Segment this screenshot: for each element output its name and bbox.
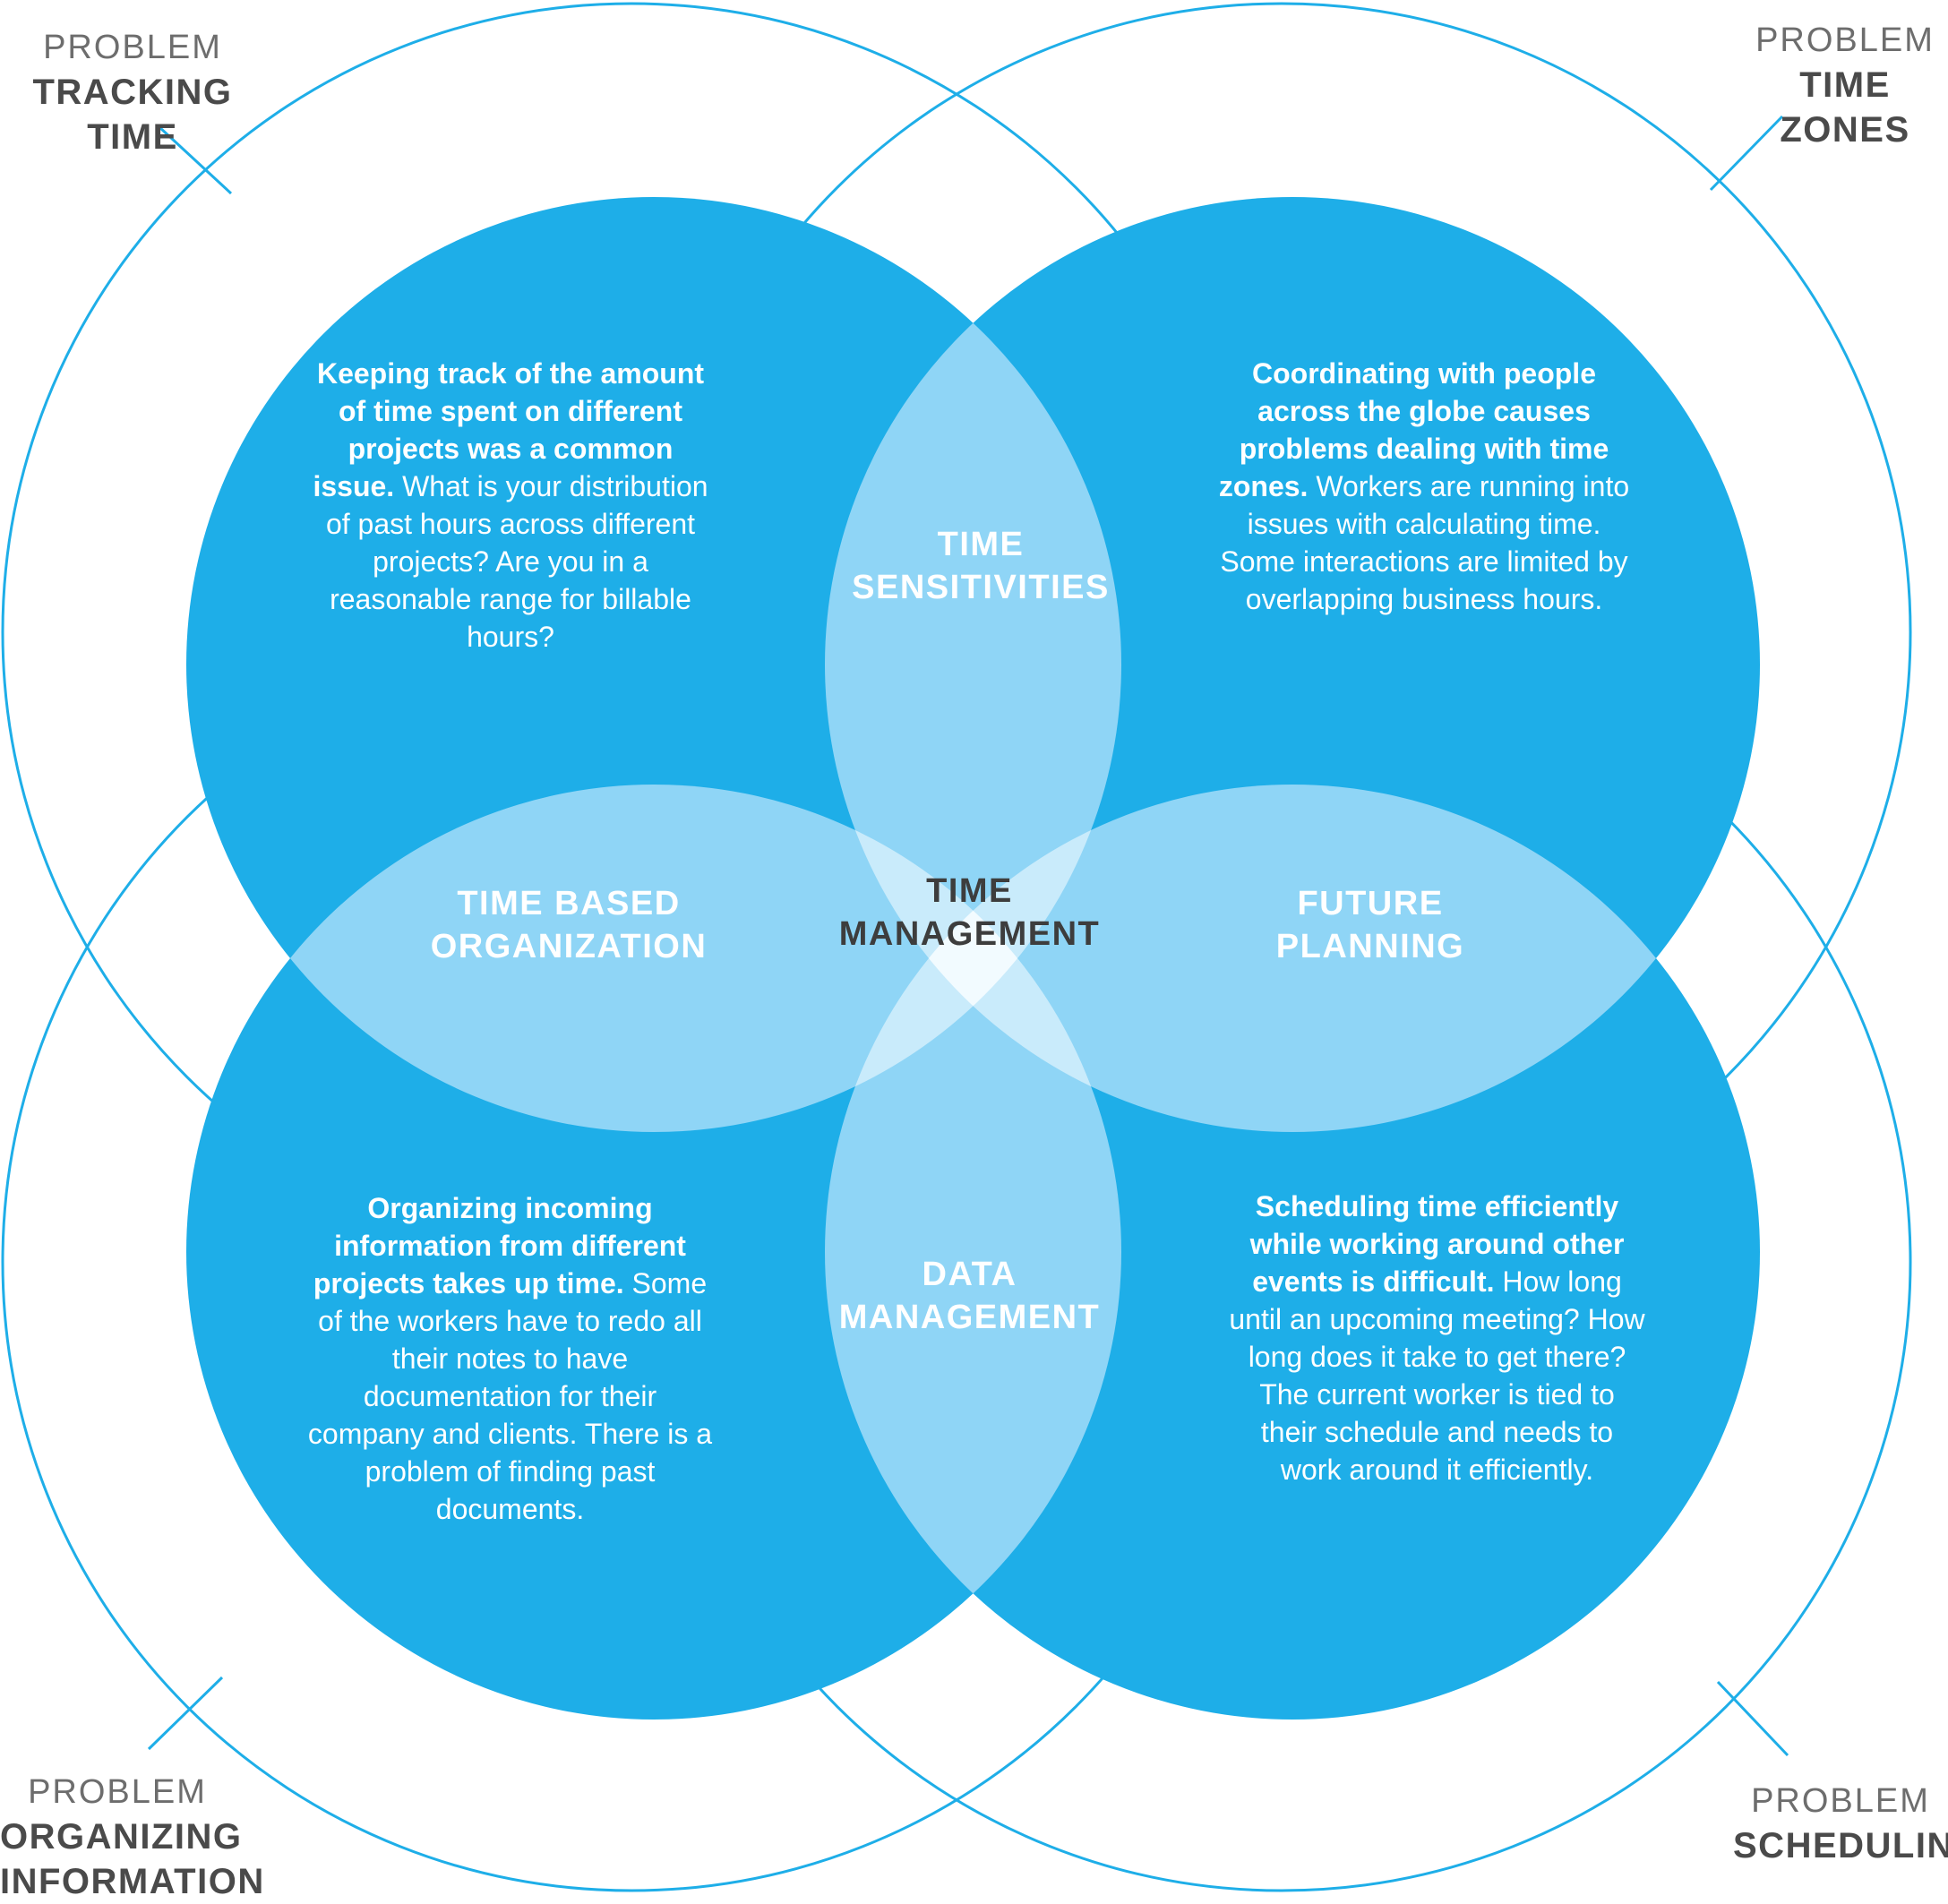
region-label-line1: DATA	[922, 1256, 1017, 1293]
description-body: What is your distribution of past hours …	[325, 470, 708, 653]
problem-name: SCHEDULING	[1733, 1825, 1948, 1865]
region-label-line1: TIME	[926, 872, 1013, 910]
connector-time-zones	[1709, 115, 1784, 192]
problem-kicker: PROBLEM	[1751, 1782, 1930, 1820]
connector-scheduling	[1716, 1680, 1789, 1757]
connector-tracking-time	[158, 125, 233, 195]
problem-name-line1: ORGANIZING	[0, 1816, 243, 1857]
problem-name-line2: INFORMATION	[0, 1861, 265, 1901]
region-label-line2: MANAGEMENT	[838, 914, 1101, 953]
description-lead: Keeping track of the amount of time spen…	[313, 357, 705, 502]
region-label-time-sensitivities: TIME SENSITIVITIES	[820, 524, 1142, 609]
problem-label-scheduling: PROBLEM SCHEDULING	[1733, 1780, 1948, 1868]
region-label-line1: TIME	[937, 526, 1025, 563]
region-label-line2: MANAGEMENT	[838, 1298, 1101, 1336]
region-label-line2: PLANNING	[1275, 927, 1465, 965]
description-tracking-time: Keeping track of the amount of time spen…	[305, 355, 717, 656]
problem-label-time-zones: PROBLEM TIME ZONES	[1742, 20, 1948, 152]
description-lead: Scheduling time efficiently while workin…	[1249, 1190, 1625, 1298]
problem-kicker: PROBLEM	[28, 1773, 207, 1811]
problem-label-tracking-time: PROBLEM TRACKING TIME	[0, 27, 265, 159]
description-lead: Organizing incoming information from dif…	[313, 1192, 686, 1299]
connector-organizing-information	[147, 1676, 224, 1751]
region-label-time-based-organization: TIME BASED ORGANIZATION	[390, 883, 748, 968]
problem-name: TIME ZONES	[1780, 64, 1910, 150]
region-label-line2: ORGANIZATION	[430, 927, 708, 965]
problem-kicker: PROBLEM	[1755, 21, 1935, 59]
description-body: How long until an upcoming meeting? How …	[1229, 1265, 1645, 1486]
description-body: Workers are running into issues with cal…	[1220, 470, 1630, 615]
problem-kicker: PROBLEM	[43, 29, 222, 66]
description-scheduling: Scheduling time efficiently while workin…	[1229, 1188, 1645, 1488]
problem-label-organizing-information: PROBLEM ORGANIZING INFORMATION	[0, 1771, 265, 1904]
region-label-line1: TIME BASED	[457, 885, 681, 922]
description-lead: Coordinating with people across the glob…	[1218, 357, 1609, 502]
description-time-zones: Coordinating with people across the glob…	[1214, 355, 1635, 618]
region-label-line1: FUTURE	[1297, 885, 1444, 922]
region-label-line2: SENSITIVITIES	[852, 568, 1110, 606]
region-label-data-management: DATA MANAGEMENT	[806, 1254, 1133, 1339]
description-organizing-information: Organizing incoming information from dif…	[306, 1189, 714, 1528]
description-body: Some of the workers have to redo all the…	[307, 1267, 713, 1525]
problem-name: TRACKING TIME	[32, 72, 233, 157]
region-label-future-planning: FUTURE PLANNING	[1200, 883, 1540, 968]
region-label-time-management: TIME MANAGEMENT	[806, 871, 1133, 956]
